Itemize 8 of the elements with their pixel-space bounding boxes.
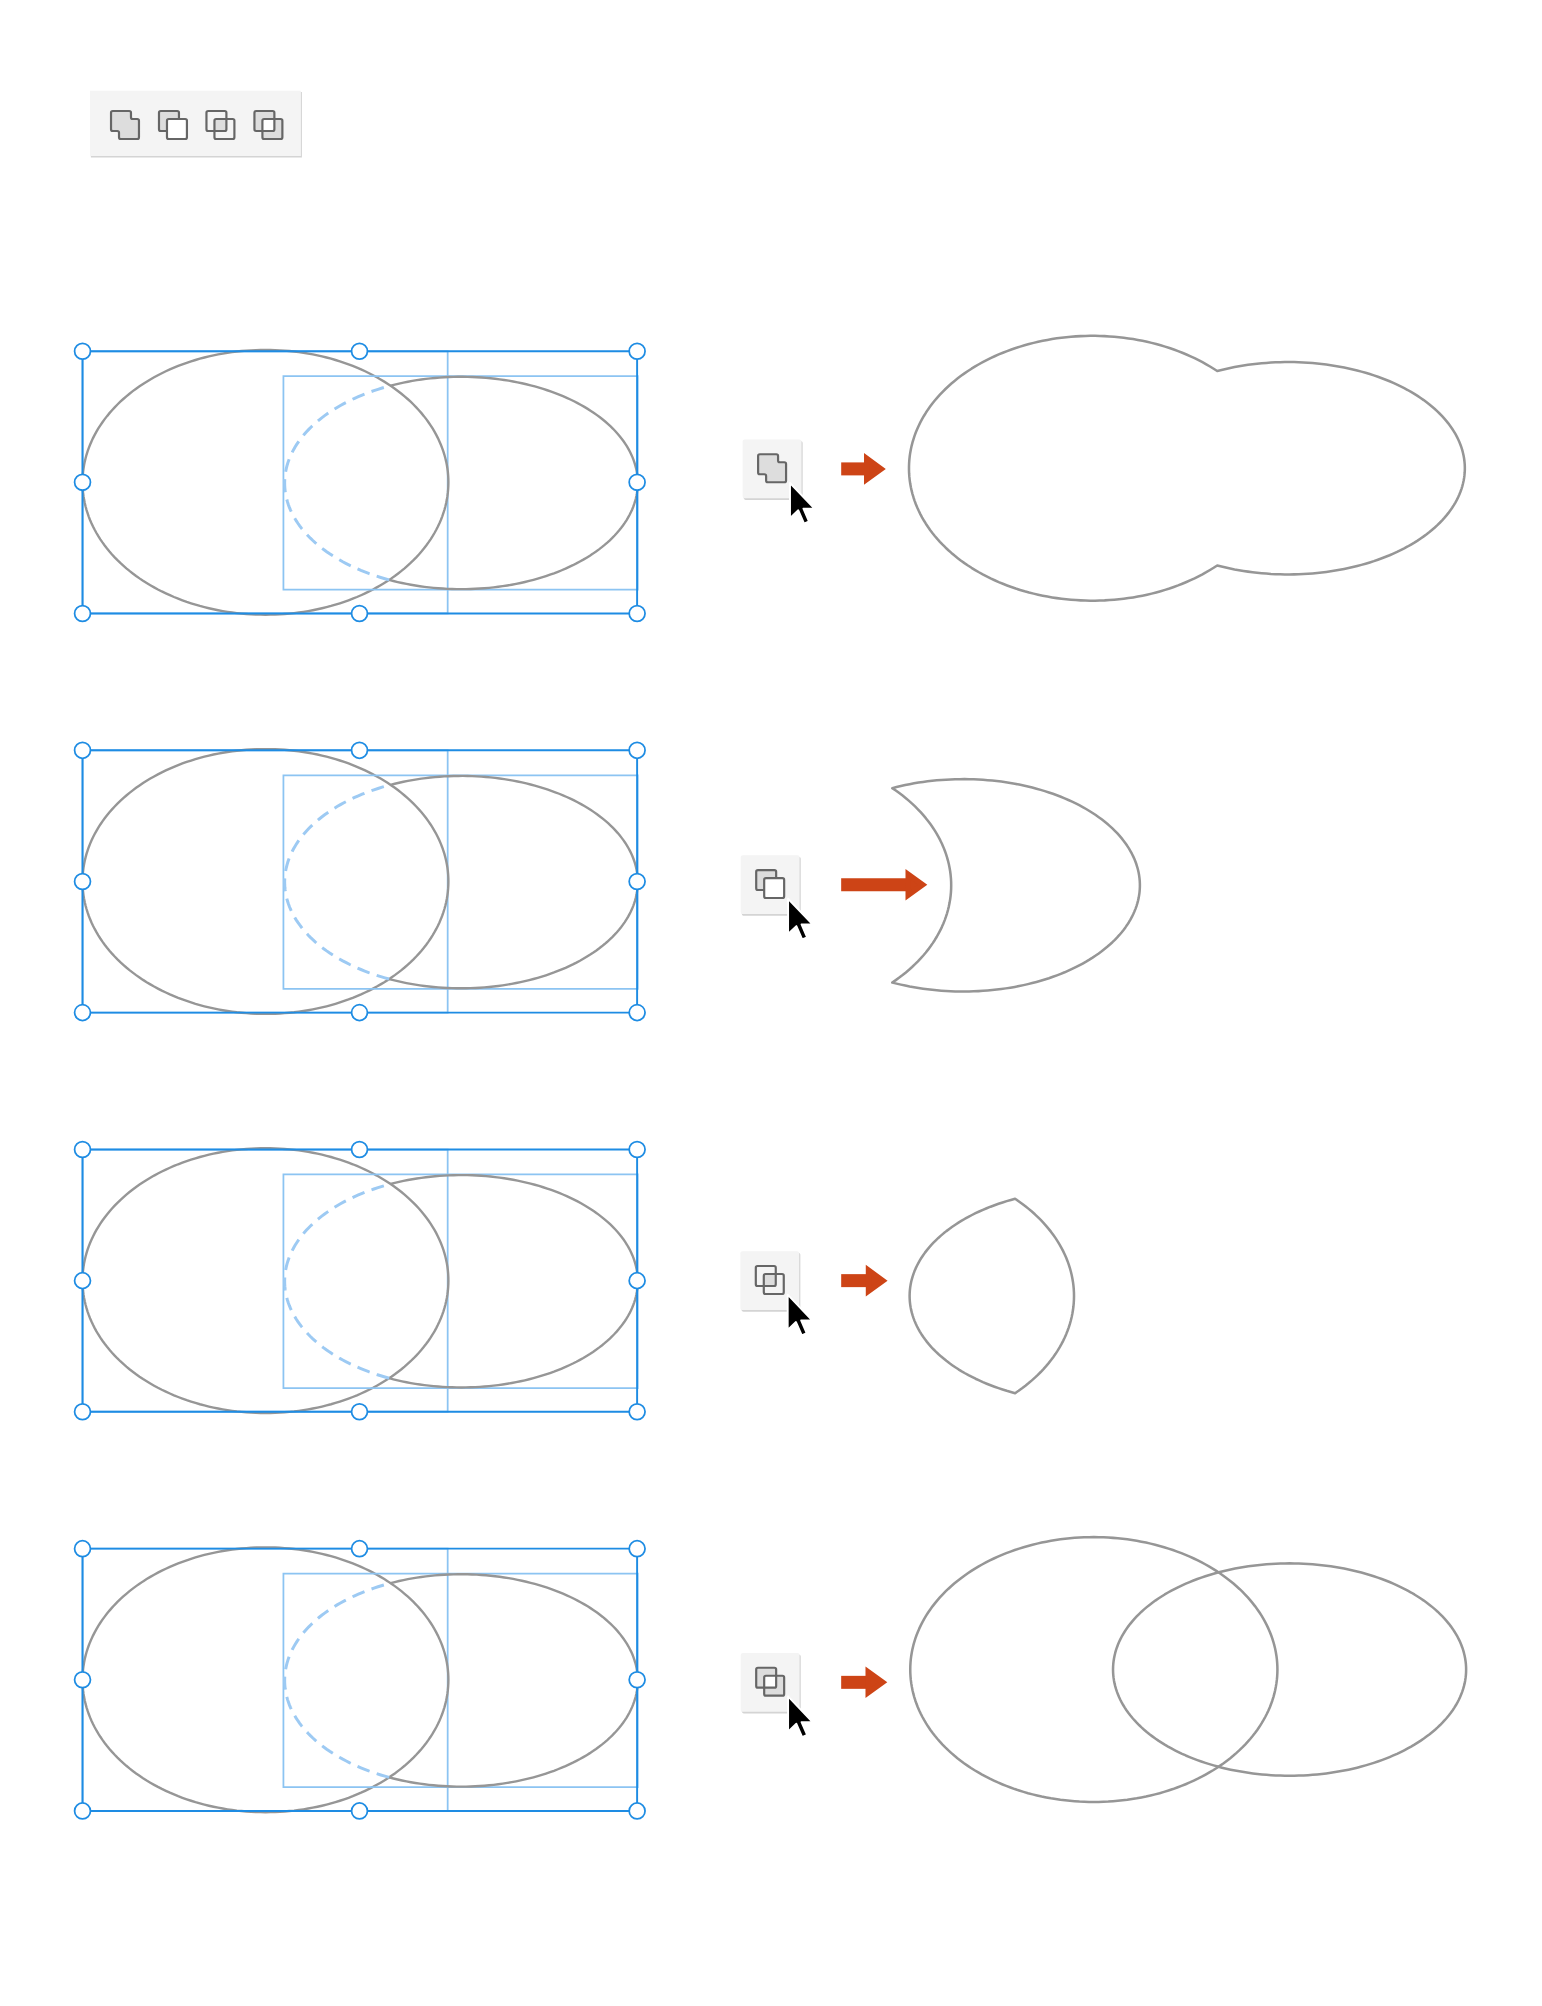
selected-ellipse: [282, 774, 640, 990]
selected-ellipse: [282, 1572, 640, 1789]
crescent-shape: [891, 777, 1142, 993]
selected-ellipse: [282, 375, 640, 591]
union-shape: [907, 334, 1467, 602]
overlapping-ellipses: [909, 1535, 1468, 1804]
selected-ellipse: [282, 1173, 640, 1389]
lens-shape: [908, 1197, 1076, 1395]
